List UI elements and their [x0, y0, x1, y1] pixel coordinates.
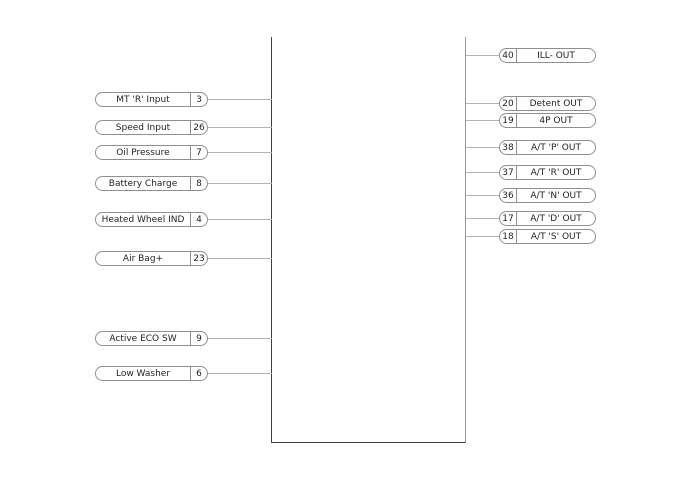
pin-label: Battery Charge	[108, 178, 178, 189]
wire-line	[208, 373, 272, 374]
pin-label: 4P OUT	[539, 115, 573, 126]
pin-number: 40	[500, 49, 517, 62]
wire-line	[466, 55, 499, 56]
pin-label-box: 18 A/T 'S' OUT	[499, 229, 596, 244]
pin-label-box: 40 ILL- OUT	[499, 48, 596, 63]
pin-row: 17 A/T 'D' OUT	[466, 211, 596, 226]
pin-label: Heated Wheel IND	[101, 214, 185, 225]
pin-label-box: Low Washer 6	[95, 366, 208, 381]
pin-row: 18 A/T 'S' OUT	[466, 229, 596, 244]
pin-label: A/T 'R' OUT	[530, 167, 582, 178]
wire-line	[466, 147, 499, 148]
pin-label: ILL- OUT	[537, 50, 575, 61]
pin-label-box: 37 A/T 'R' OUT	[499, 165, 596, 180]
pin-label: Active ECO SW	[109, 333, 177, 344]
pin-row: MT 'R' Input 3	[95, 92, 272, 107]
wire-line	[208, 127, 272, 128]
pin-number: 9	[190, 332, 207, 345]
wire-line	[466, 236, 499, 237]
pin-label-box: 20 Detent OUT	[499, 96, 596, 111]
pin-row: Air Bag+ 23	[95, 251, 272, 266]
pin-number: 20	[500, 97, 517, 110]
wire-line	[208, 338, 272, 339]
wire-line	[208, 152, 272, 153]
wire-line	[208, 99, 272, 100]
pin-number: 6	[190, 367, 207, 380]
pin-number: 26	[190, 121, 207, 134]
pin-row: Oil Pressure 7	[95, 145, 272, 160]
pin-row: 20 Detent OUT	[466, 96, 596, 111]
wire-line	[466, 103, 499, 104]
pin-row: Low Washer 6	[95, 366, 272, 381]
wire-line	[466, 218, 499, 219]
pin-label-box: 36 A/T 'N' OUT	[499, 188, 596, 203]
pin-label: A/T 'D' OUT	[530, 213, 582, 224]
pin-label: Air Bag+	[122, 253, 164, 264]
pin-label-box: MT 'R' Input 3	[95, 92, 208, 107]
wire-line	[466, 172, 499, 173]
pin-number: 23	[190, 252, 207, 265]
pin-number: 8	[190, 177, 207, 190]
pin-label: Detent OUT	[529, 98, 583, 109]
pin-row: 38 A/T 'P' OUT	[466, 140, 596, 155]
wire-line	[208, 219, 272, 220]
pin-label: Speed Input	[115, 122, 171, 133]
pin-label-box: Heated Wheel IND 4	[95, 212, 208, 227]
connector-module-box	[271, 37, 466, 443]
pin-label-box: Battery Charge 8	[95, 176, 208, 191]
pin-label-box: Speed Input 26	[95, 120, 208, 135]
pin-label-box: Air Bag+ 23	[95, 251, 208, 266]
pin-number: 19	[500, 114, 517, 127]
pin-label: Low Washer	[115, 368, 171, 379]
pin-label: A/T 'N' OUT	[530, 190, 582, 201]
pin-label-box: 19 4P OUT	[499, 113, 596, 128]
pin-label: Oil Pressure	[116, 147, 170, 158]
pin-number: 37	[500, 166, 517, 179]
pin-row: Speed Input 26	[95, 120, 272, 135]
pin-number: 7	[190, 146, 207, 159]
pin-row: Active ECO SW 9	[95, 331, 272, 346]
pin-label-box: 17 A/T 'D' OUT	[499, 211, 596, 226]
wire-line	[208, 183, 272, 184]
pin-label-box: Oil Pressure 7	[95, 145, 208, 160]
pin-row: 19 4P OUT	[466, 113, 596, 128]
pin-row: Battery Charge 8	[95, 176, 272, 191]
pin-row: Heated Wheel IND 4	[95, 212, 272, 227]
pin-row: 40 ILL- OUT	[466, 48, 596, 63]
wire-line	[208, 258, 272, 259]
pin-number: 4	[190, 213, 207, 226]
pin-label-box: 38 A/T 'P' OUT	[499, 140, 596, 155]
pin-row: 36 A/T 'N' OUT	[466, 188, 596, 203]
pin-number: 3	[190, 93, 207, 106]
pin-label: MT 'R' Input	[116, 94, 170, 105]
pin-number: 36	[500, 189, 517, 202]
pin-number: 38	[500, 141, 517, 154]
wire-line	[466, 195, 499, 196]
pin-label-box: Active ECO SW 9	[95, 331, 208, 346]
pin-label: A/T 'S' OUT	[530, 231, 582, 242]
wire-line	[466, 120, 499, 121]
pin-row: 37 A/T 'R' OUT	[466, 165, 596, 180]
pin-number: 18	[500, 230, 517, 243]
pin-label: A/T 'P' OUT	[531, 142, 581, 153]
pin-number: 17	[500, 212, 517, 225]
